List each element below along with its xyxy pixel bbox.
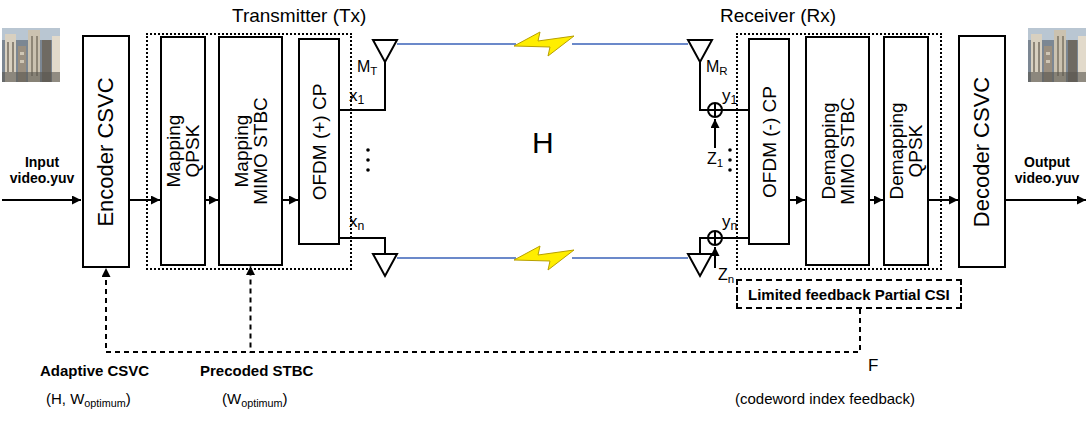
text-part: (W — [222, 390, 241, 407]
text-part: M — [706, 58, 719, 75]
signal-label: x1 — [349, 86, 364, 107]
box-label: Demapping MIMO STBC — [819, 91, 857, 211]
arrow-connector — [206, 199, 218, 201]
channel-label: H — [532, 126, 554, 161]
text-part: Z — [707, 150, 717, 167]
tx-antenna-wires — [340, 40, 397, 276]
noise-label: Z1 — [707, 150, 723, 170]
input-label: Input video.yuv — [3, 154, 81, 186]
feedback-box: Limited feedback Partial CSI — [736, 279, 962, 309]
group-heading: Transmitter (Tx) — [232, 5, 366, 27]
subscript: optimum — [84, 397, 125, 409]
noise-label: Zn — [718, 266, 734, 286]
signal-label: xn — [349, 212, 364, 233]
subscript: 1 — [358, 93, 365, 107]
group-heading: Receiver (Rx) — [720, 5, 836, 27]
wireless-link — [397, 32, 688, 270]
subscript: 1 — [731, 93, 738, 107]
antenna-label: MT — [357, 58, 377, 78]
input-arrow — [2, 199, 81, 201]
text-part: x — [349, 212, 358, 231]
receiver-group: Receiver (Rx)OFDM (-) CPDemapping MIMO S… — [736, 33, 942, 270]
process-box: Mapping MIMO STBC — [218, 36, 283, 266]
box-label: Demapping QPSK — [887, 96, 925, 206]
process-box: Demapping MIMO STBC — [805, 36, 870, 266]
text-part: y — [722, 212, 731, 231]
feedback-label: (codeword index feedback) — [735, 390, 915, 407]
noise-arrow — [714, 247, 716, 268]
antenna-label: MR — [706, 58, 728, 78]
feedback-label: Precoded STBC — [200, 362, 313, 379]
arrow-connector — [870, 199, 883, 201]
arrow-connector — [130, 199, 160, 201]
process-box: OFDM (+) CP — [298, 38, 340, 245]
noise-arrow — [714, 119, 716, 148]
feedback-label: (H, Woptimum) — [46, 390, 131, 409]
output-label: Output video.yuv — [1008, 154, 1086, 186]
text-part: ) — [283, 390, 288, 407]
subscript: T — [370, 65, 377, 77]
box-label: Mapping QPSK — [164, 105, 202, 197]
decoder-box: Decoder CSVC — [958, 35, 1006, 268]
subscript: optimum — [241, 397, 282, 409]
rx-antenna-wires — [688, 40, 748, 276]
text-part: y — [722, 86, 731, 105]
output-arrow — [1006, 199, 1086, 201]
box-label: Mapping MIMO STBC — [232, 91, 270, 211]
text-part: ) — [126, 390, 131, 407]
subscript: 1 — [717, 157, 723, 169]
encoder-box: Encoder CSVC — [82, 35, 130, 268]
transmitter-group: Transmitter (Tx)Mapping QPSKMapping MIMO… — [146, 33, 352, 270]
box-label: Encoder CSVC — [95, 52, 117, 252]
box-label: Decoder CSVC — [971, 52, 993, 252]
subscript: R — [719, 65, 727, 77]
text-part: Z — [718, 266, 728, 283]
box-label: OFDM (-) CP — [760, 47, 779, 237]
process-box: Mapping QPSK — [160, 36, 206, 266]
text-part: x — [349, 86, 358, 105]
text-part: M — [357, 58, 370, 75]
box-label: Limited feedback Partial CSI — [748, 286, 950, 303]
signal-label: y1 — [722, 86, 737, 107]
output-video-frame — [1028, 28, 1086, 82]
process-box: OFDM (-) CP — [748, 38, 790, 245]
signal-label: yn — [722, 212, 737, 233]
box-label: OFDM (+) CP — [310, 47, 329, 237]
feedback-label: (Woptimum) — [222, 390, 288, 409]
process-box: Demapping QPSK — [883, 36, 929, 266]
text-part: (H, W — [46, 390, 84, 407]
subscript: n — [358, 219, 365, 233]
arrow-connector — [283, 199, 298, 201]
subscript: n — [731, 219, 738, 233]
input-video-frame — [2, 28, 60, 82]
feedback-label: F — [868, 356, 878, 376]
feedback-label: Adaptive CSVC — [40, 362, 149, 379]
arrow-connector — [929, 199, 958, 201]
subscript: n — [728, 273, 734, 285]
arrow-connector — [790, 199, 805, 201]
